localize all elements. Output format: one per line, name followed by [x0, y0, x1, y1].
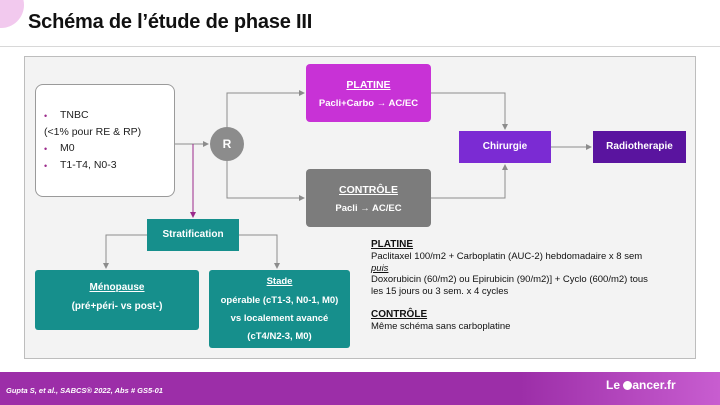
desc-platine-line2: Doxorubicin (60/m2) ou Epirubicin (90/m2… — [371, 274, 648, 286]
menopause-title: Ménopause — [89, 282, 145, 293]
stade-box: Stade opérable (cT1-3, N0-1, M0) vs loca… — [209, 270, 350, 348]
stade-title: Stade — [266, 276, 293, 287]
arrow-strat-to-stade — [239, 234, 280, 269]
criteria-item: (<1% pour RE & RP) — [44, 125, 142, 138]
desc-puis: puis — [371, 262, 389, 274]
controle-arm-title: CONTRÔLE — [339, 184, 398, 196]
platine-arm-regimen: Pacli+Carbo → AC/EC — [318, 98, 419, 109]
site-logo[interactable]: Le ancer.fr — [606, 378, 676, 392]
inclusion-criteria-box: • TNBC (<1% pour RE & RP) • M0 • T1-T4, … — [35, 84, 175, 197]
criteria-item: • M0 — [44, 142, 75, 154]
citation: Gupta S, et al., SABCS® 2022, Abs # GS5-… — [6, 386, 163, 395]
platine-arm-box: PLATINE Pacli+Carbo → AC/EC — [306, 64, 431, 122]
controle-arm-box: CONTRÔLE Pacli → AC/EC — [306, 169, 431, 227]
randomization-node: R — [210, 127, 244, 161]
stade-line2: vs localement avancé — [230, 313, 329, 324]
arrow-r-to-platine — [226, 90, 305, 127]
chirurgie-box: Chirurgie — [459, 131, 551, 163]
bullet-icon: • — [44, 160, 48, 171]
criteria-item: • T1-T4, N0-3 — [44, 158, 117, 171]
radiotherapie-box: Radiotherapie — [593, 131, 686, 163]
arrow-strat-to-menopause — [103, 234, 147, 269]
arrow-r-to-controle — [226, 161, 305, 201]
footer-bar — [0, 372, 720, 405]
stade-line3: (cT4/N2-3, M0) — [247, 331, 312, 342]
arrow-platine-to-chirurgie — [431, 92, 508, 130]
desc-platine-head: PLATINE — [371, 239, 414, 250]
menopause-text: (pré+péri- vs post-) — [71, 301, 163, 312]
logo-c-icon — [623, 381, 633, 390]
stade-line1: opérable (cT1-3, N0-1, M0) — [220, 295, 339, 306]
platine-arm-title: PLATINE — [346, 79, 391, 91]
arm-description: PLATINE Paclitaxel 100/m2 + Carboplatin … — [371, 239, 691, 333]
desc-controle-head: CONTRÔLE — [371, 308, 428, 320]
desc-controle-line: Même schéma sans carboplatine — [371, 320, 511, 332]
bullet-icon: • — [44, 111, 48, 121]
desc-platine-line1: Paclitaxel 100/m2 + Carboplatin (AUC-2) … — [371, 250, 643, 262]
bullet-icon: • — [44, 144, 48, 154]
arrow-controle-to-chirurgie — [431, 164, 508, 199]
controle-arm-regimen: Pacli → AC/EC — [335, 203, 402, 214]
slide-title: Schéma de l’étude de phase III — [28, 11, 313, 33]
desc-platine-line3: les 15 jours ou 3 sem. x 4 cycles — [371, 286, 509, 298]
stratification-box: Stratification — [147, 219, 239, 251]
title-divider — [0, 46, 720, 47]
menopause-box: Ménopause (pré+péri- vs post-) — [35, 270, 199, 330]
criteria-item: • TNBC — [44, 109, 89, 121]
